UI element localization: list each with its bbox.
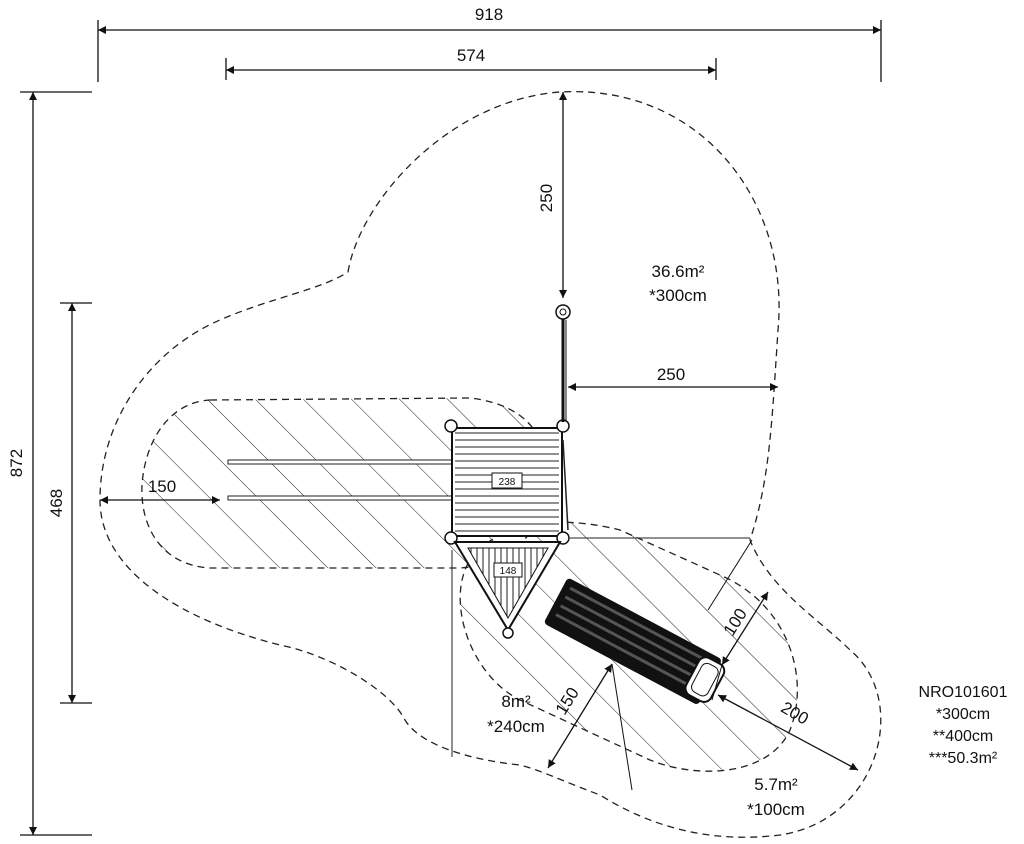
fire-pole (555, 304, 571, 422)
ramp-triangle (453, 541, 562, 639)
deck-platform (444, 419, 570, 545)
dim-right-clearance: 250 (657, 365, 685, 384)
dim-overall-height: 872 (7, 449, 26, 477)
dim-inner-width: 574 (457, 46, 485, 65)
deck-height-label-box (491, 472, 523, 489)
dim-overall-width: 918 (475, 5, 503, 24)
dim-inner-height: 468 (47, 489, 66, 517)
slide-height-label: *100cm (747, 800, 805, 819)
total-area: ***50.3m² (928, 750, 998, 767)
deck-height-label: 238 (499, 477, 516, 488)
dimension-lines (20, 20, 882, 836)
ramp-height-label: 148 (500, 566, 517, 577)
slide-tube (544, 578, 726, 704)
safety-zone-outline (99, 91, 882, 838)
product-code: NRO101601 (918, 684, 1008, 701)
lower-area-label: 8m² (501, 692, 531, 711)
dim-left-clearance: 150 (148, 477, 176, 496)
free-height: **400cm (932, 728, 994, 745)
lower-height-label: *240cm (487, 717, 545, 736)
ramp-height-label-box (493, 562, 523, 578)
main-height-label: *300cm (649, 286, 707, 305)
slide-area-label: 5.7m² (754, 775, 798, 794)
product-info-block: NRO101601 *300cm **400cm ***50.3m² (893, 682, 1024, 770)
dim-top-clearance: 250 (537, 184, 556, 212)
hatched-zone-left (141, 397, 549, 569)
fall-height: *300cm (935, 706, 991, 723)
main-area-label: 36.6m² (652, 262, 705, 281)
